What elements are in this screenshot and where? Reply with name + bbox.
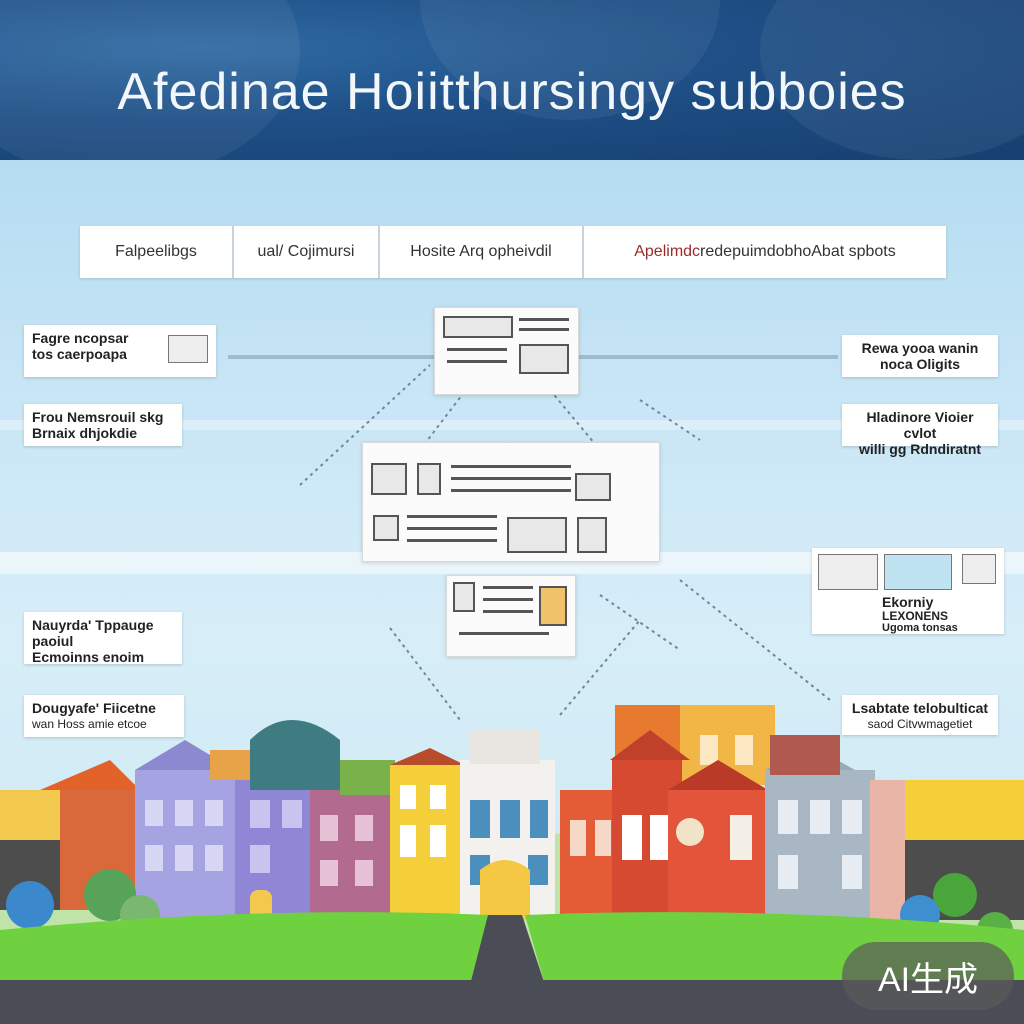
- info-card-left-2: Frou Nemsrouil skg Brnaix dhjokdie: [24, 404, 182, 446]
- dotted-connectors: [299, 364, 831, 721]
- mini-document-icon: [818, 554, 878, 590]
- tab-4-rest: redepuimdobhoAbat spbots: [700, 243, 896, 260]
- card-line: Ekorniy: [882, 594, 934, 610]
- info-card-right-3: Ekorniy LEXONENS Ugoma tonsas: [812, 548, 1004, 634]
- mini-chart-icon: [884, 554, 952, 590]
- house-center: [460, 730, 555, 920]
- card-line: Lsabtate telobulticat: [851, 700, 989, 716]
- document-card: [446, 575, 576, 657]
- info-card-left-1: Fagre ncopsar tos caerpoapa: [24, 325, 216, 377]
- mini-document-icon: [168, 335, 208, 363]
- houses-left: [0, 720, 465, 920]
- card-line: LEXONENS: [882, 609, 949, 623]
- glow-band: [0, 420, 1024, 430]
- glow-band: [0, 552, 1024, 574]
- info-card-right-2: Hladinore Vioier cvlot willi gg Rdndirat…: [842, 404, 998, 457]
- tab-3[interactable]: Hosite Arq opheivdil: [380, 226, 584, 278]
- info-card-left-3: Nauyrda' Tppauge paoiul Ecmoinns enoim: [24, 612, 182, 665]
- title-banner: Afedinae Hoiitthursingy subboies: [0, 0, 1024, 160]
- mini-document-icon: [962, 554, 996, 584]
- card-line: saod Citvwmagetiet: [867, 717, 973, 731]
- info-card-right-1: Rewa yooa wanin noca Oligits: [842, 335, 998, 377]
- info-card-left-4: Dougyafe' Fiicetne wan Hoss amie etcoe: [24, 695, 184, 737]
- card-line: Dougyafe' Fiicetne: [32, 700, 156, 716]
- card-line: Ecmoinns enoim: [32, 649, 145, 665]
- ai-generated-badge: AI生成: [842, 942, 1014, 1010]
- banner-swirl: [0, 0, 300, 160]
- card-line: Ugoma tonsas: [882, 622, 958, 634]
- card-line: willi gg Rdndiratnt: [858, 441, 982, 457]
- page-title: Afedinae Hoiitthursingy subboies: [117, 63, 907, 121]
- document-card: [362, 442, 660, 562]
- card-line: wan Hoss amie etcoe: [32, 717, 147, 731]
- card-line: Hladinore Vioier cvlot: [866, 409, 974, 441]
- card-line: noca Oligits: [879, 356, 961, 372]
- tab-4-accent: Apelimdc: [634, 243, 701, 260]
- tab-strip: Falpeelibgs ual/ Cojimursi Hosite Arq op…: [80, 226, 946, 278]
- grass-left: [0, 912, 490, 985]
- card-line: Frou Nemsrouil skg: [32, 409, 164, 425]
- houses-right: [560, 705, 1024, 920]
- card-line: Nauyrda' Tppauge: [32, 617, 154, 633]
- tab-1[interactable]: Falpeelibgs: [80, 226, 234, 278]
- info-card-right-4: Lsabtate telobulticat saod Citvwmagetiet: [842, 695, 998, 735]
- card-line: Rewa yooa wanin: [861, 340, 979, 356]
- card-line: tos caerpoapa: [32, 346, 127, 362]
- road: [470, 915, 545, 985]
- tab-2[interactable]: ual/ Cojimursi: [234, 226, 380, 278]
- card-line: paoiul: [32, 633, 74, 649]
- card-line: Fagre ncopsar: [32, 330, 129, 346]
- document-card: [434, 307, 579, 395]
- card-line: Brnaix dhjokdie: [32, 425, 138, 441]
